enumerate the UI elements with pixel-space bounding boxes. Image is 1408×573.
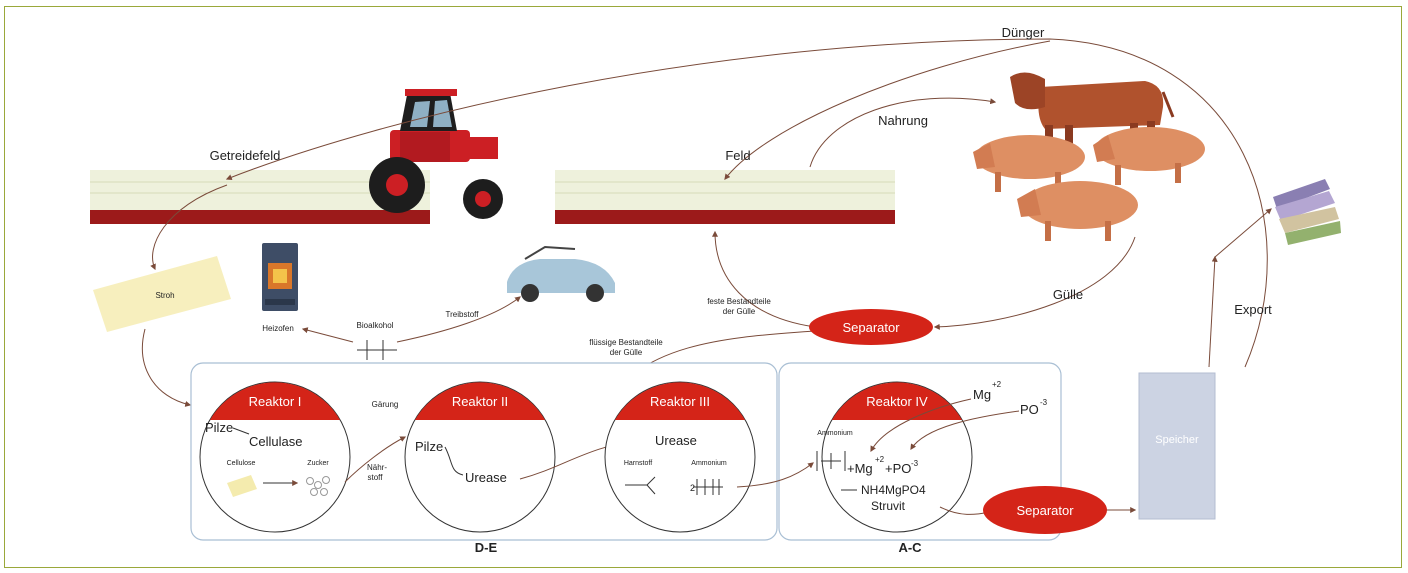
guelle-label: Gülle — [1053, 287, 1083, 302]
bioalkohol-molecule — [357, 340, 397, 360]
feste-bestandteile-label-2: der Gülle — [723, 307, 756, 316]
group-de-label: D-E — [475, 540, 498, 555]
reactor-iv-po: +PO — [885, 461, 911, 476]
treibstoff-label: Treibstoff — [446, 310, 480, 319]
reactor-ii: Reaktor II Pilze Urease — [404, 381, 556, 533]
separator-bottom-label: Separator — [1016, 503, 1074, 518]
nahrung-label: Nahrung — [878, 113, 928, 128]
export-label: Export — [1234, 302, 1272, 317]
separator-top-label: Separator — [842, 320, 900, 335]
speicher-label: Speicher — [1155, 434, 1199, 446]
pig-icon — [973, 135, 1085, 192]
reactor-i-pilze: Pilze — [205, 420, 233, 435]
reactor-iv-po-charge: -3 — [911, 459, 919, 468]
reactor-iii-title: Reaktor III — [650, 394, 710, 409]
reactor-i-cellulase: Cellulase — [249, 434, 302, 449]
fluessige-bestandteile-label-2: der Gülle — [610, 348, 643, 357]
feld-label: Feld — [725, 148, 750, 163]
reactor-iv-title: Reaktor IV — [866, 394, 928, 409]
naehrstoff-label: Nähr- — [367, 463, 387, 472]
reactor-ii-title: Reaktor II — [452, 394, 508, 409]
reactor-ii-pilze: Pilze — [415, 439, 443, 454]
reactor-iv-mg: +Mg — [847, 461, 873, 476]
group-ac-label: A-C — [898, 540, 922, 555]
mg-ion-label: Mg — [973, 387, 991, 402]
reactor-i-title: Reaktor I — [249, 394, 302, 409]
reactor-iii-urease: Urease — [655, 433, 697, 448]
speicher: Speicher — [1138, 372, 1216, 520]
pig-icon — [1017, 181, 1138, 241]
bioalkohol-label: Bioalkohol — [357, 321, 394, 330]
getreidefeld-label: Getreidefeld — [210, 148, 281, 163]
reactor-iv-struvit: Struvit — [871, 499, 906, 513]
reactor-iii-coefficient: 2 — [690, 483, 695, 493]
po-ion-label: PO — [1020, 402, 1039, 417]
naehrstoff-label-2: stoff — [368, 473, 384, 482]
po-ion-charge: -3 — [1040, 398, 1048, 407]
cycle-diagram: Stroh Dünger Getreidefeld Feld Nahrung G… — [90, 25, 1341, 555]
separator-top: Separator — [809, 309, 933, 345]
pig-icon — [1093, 127, 1205, 185]
money-icon — [1273, 179, 1341, 245]
reactor-iii-ammonium: Ammonium — [691, 460, 727, 467]
diagram-frame: Stroh Dünger Getreidefeld Feld Nahrung G… — [4, 6, 1402, 568]
reactor-iv: Reaktor IV Ammonium +Mg +2 +PO -3 NH4MgP… — [816, 381, 973, 533]
reactor-iv-formula: NH4MgPO4 — [861, 483, 926, 497]
mg-ion-charge: +2 — [992, 380, 1002, 389]
flow-arrows — [141, 38, 1272, 513]
heater-icon — [262, 243, 298, 311]
car-icon — [507, 245, 615, 302]
heizofen-label: Heizofen — [262, 324, 294, 333]
gaerung-label: Gärung — [372, 400, 399, 409]
reactor-i: Reaktor I Pilze Cellulase Cellulose Zuck… — [199, 381, 351, 533]
duenger-label: Dünger — [1002, 25, 1045, 40]
stroh-bale: Stroh — [93, 256, 231, 332]
reactor-i-zucker: Zucker — [307, 460, 329, 467]
tractor-icon — [369, 89, 503, 219]
reactor-i-cellulose: Cellulose — [227, 460, 256, 467]
feld — [555, 170, 895, 224]
separator-bottom: Separator — [983, 486, 1107, 534]
stroh-label: Stroh — [155, 291, 174, 300]
reactor-iii: Reaktor III Urease Harnstoff Ammonium 2 — [604, 381, 756, 533]
reactor-ii-urease: Urease — [465, 470, 507, 485]
feste-bestandteile-label: feste Bestandteile — [707, 297, 771, 306]
reactor-iii-harnstoff: Harnstoff — [624, 460, 652, 467]
reactor-iv-ammonium: Ammonium — [817, 430, 853, 437]
fluessige-bestandteile-label: flüssige Bestandteile — [589, 338, 663, 347]
reactor-iv-mg-charge: +2 — [875, 455, 885, 464]
